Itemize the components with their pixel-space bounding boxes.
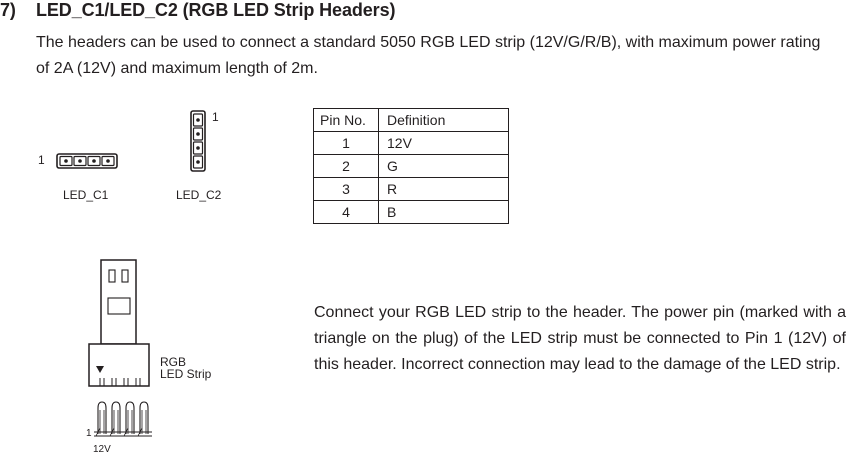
pin-number-cell: 4 [313, 200, 379, 224]
table-row: 4 B [313, 200, 509, 224]
led-c2-header-icon [190, 110, 206, 172]
pin-number-cell: 1 [313, 131, 379, 155]
pin-definition-cell: R [378, 177, 509, 201]
pin-definition-cell: G [378, 154, 509, 178]
table-row: 2 G [313, 154, 509, 178]
led-c2-label: LED_C2 [176, 188, 222, 202]
table-row: 1 12V [313, 131, 509, 155]
power-pin-label: 12V [93, 444, 111, 455]
section-title: LED_C1/LED_C2 (RGB LED Strip Headers) [36, 0, 396, 20]
table-header-row: Pin No. Definition [313, 108, 509, 132]
pin-definition-cell: 12V [378, 131, 509, 155]
pin-definition-table: Pin No. Definition 1 12V 2 G 3 R 4 B [313, 108, 509, 224]
connection-note: Connect your RGB LED strip to the header… [314, 304, 846, 373]
led-c1-header-icon [56, 153, 118, 169]
column-header-pin-no: Pin No. [313, 108, 379, 132]
led-c2-pin1-marker: 1 [212, 110, 219, 124]
led-c1-pin1-marker: 1 [38, 153, 45, 167]
pin-definition-cell: B [378, 200, 509, 224]
rgb-strip-label: RGB LED Strip [160, 356, 211, 380]
header-pins-icon [94, 401, 152, 437]
rgb-led-strip-plug-icon [88, 259, 150, 387]
section-number: 7) [0, 0, 16, 20]
intro-paragraph: The headers can be used to connect a sta… [36, 34, 821, 77]
column-header-definition: Definition [378, 108, 509, 132]
led-c1-label: LED_C1 [63, 188, 109, 202]
table-row: 3 R [313, 177, 509, 201]
triangle-marker-icon [96, 366, 104, 373]
pin-number-cell: 3 [313, 177, 379, 201]
pin-number-cell: 2 [313, 154, 379, 178]
rgb-strip-label-line1: RGB [160, 355, 187, 369]
strip-pin1-marker: 1 [86, 428, 92, 439]
rgb-strip-label-line2: LED Strip [160, 367, 212, 381]
